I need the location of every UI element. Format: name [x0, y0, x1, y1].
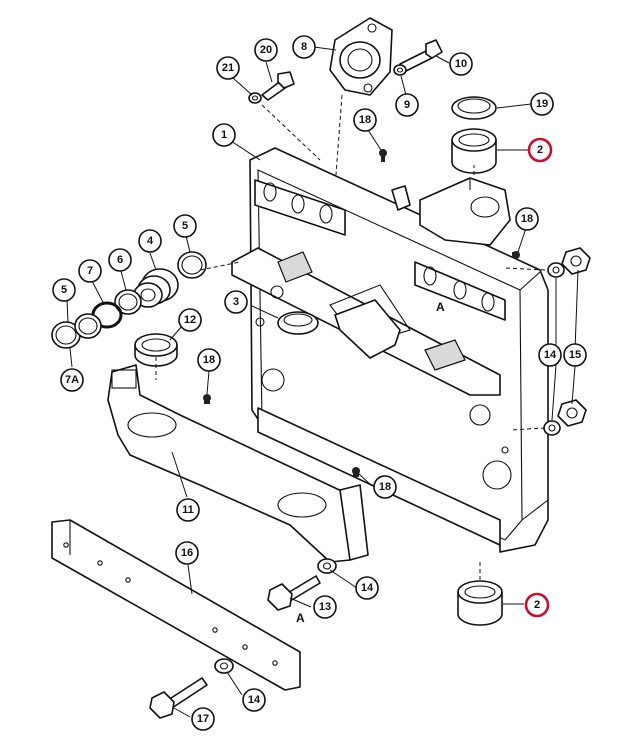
grease-fitting-18b: [512, 251, 520, 259]
bolt-17: [149, 677, 208, 719]
callout-2-lower: 2: [524, 592, 550, 618]
svg-text:2: 2: [537, 144, 543, 156]
svg-text:20: 20: [260, 44, 272, 56]
callout-5-right: 5: [173, 214, 197, 238]
callout-18-top: 18: [353, 108, 377, 132]
svg-text:18: 18: [521, 213, 533, 225]
svg-text:14: 14: [544, 349, 557, 361]
svg-text:18: 18: [203, 354, 215, 366]
svg-text:8: 8: [301, 41, 307, 53]
svg-text:7A: 7A: [65, 374, 79, 386]
svg-text:12: 12: [184, 314, 196, 326]
callout-15: 15: [563, 343, 587, 367]
svg-text:9: 9: [404, 99, 410, 111]
svg-text:6: 6: [117, 254, 123, 266]
callout-18-left: 18: [197, 348, 221, 372]
bushing-2-upper: [451, 128, 497, 174]
callout-7a: 7A: [60, 368, 84, 392]
svg-text:A: A: [436, 300, 445, 314]
bushing-2-lower: [457, 580, 503, 626]
callout-6: 6: [108, 248, 132, 272]
callout-9: 9: [395, 93, 419, 117]
callout-14-right: 14: [538, 343, 562, 367]
svg-text:14: 14: [361, 582, 374, 594]
seal-5-right: [177, 251, 207, 279]
callout-20: 20: [254, 38, 278, 62]
nut-15-upper: [561, 247, 591, 275]
svg-text:19: 19: [536, 98, 548, 110]
callout-14-bottom: 14: [242, 688, 266, 712]
svg-text:5: 5: [182, 220, 188, 232]
callout-8: 8: [292, 35, 316, 59]
main-frame: A: [231, 147, 549, 553]
svg-text:3: 3: [233, 296, 239, 308]
flat-plate: A: [51, 519, 305, 691]
svg-text:A: A: [296, 611, 305, 625]
washer-21: [248, 92, 262, 104]
callout-19: 19: [530, 92, 554, 116]
callout-5-left: 5: [52, 278, 76, 302]
bolt-20: [261, 71, 295, 101]
svg-text:17: 17: [197, 713, 209, 725]
callout-2-upper: 2: [527, 137, 553, 163]
flange-bearing-8: [329, 17, 393, 96]
ring-7a: [74, 313, 102, 339]
washer-14-lower: [543, 420, 561, 436]
svg-text:5: 5: [61, 284, 67, 296]
washer-14-bottom: [214, 658, 234, 674]
callout-4: 4: [138, 229, 162, 253]
callout-10: 10: [449, 52, 473, 76]
svg-text:15: 15: [569, 349, 581, 361]
svg-text:14: 14: [248, 694, 261, 706]
ring-6: [114, 289, 142, 315]
svg-text:10: 10: [455, 58, 467, 70]
callout-18-right: 18: [515, 207, 539, 231]
nut-15-lower: [557, 399, 587, 427]
svg-text:2: 2: [534, 599, 540, 611]
svg-text:7: 7: [87, 265, 93, 277]
callout-18-lower: 18: [373, 475, 397, 499]
bolt-10: [399, 39, 443, 73]
leader-lines: [66, 46, 579, 718]
svg-text:18: 18: [379, 481, 391, 493]
callout-7: 7: [78, 259, 102, 283]
grease-fitting-18c: [203, 394, 211, 404]
svg-text:16: 16: [181, 547, 193, 559]
callout-1: 1: [212, 123, 236, 147]
washer-14-mid: [317, 558, 337, 574]
callout-21: 21: [216, 56, 240, 80]
washer-14-upper: [547, 262, 565, 278]
callout-11: 11: [176, 498, 200, 522]
callout-14-mid: 14: [355, 576, 379, 600]
ring-19: [451, 96, 497, 120]
svg-text:18: 18: [359, 114, 371, 126]
svg-text:13: 13: [319, 601, 331, 613]
washer-9: [393, 64, 407, 76]
svg-text:11: 11: [182, 504, 194, 516]
callout-16: 16: [175, 541, 199, 565]
callout-12: 12: [178, 308, 202, 332]
bushing-12: [134, 333, 178, 367]
bushing-3: [277, 311, 319, 335]
grease-fitting-18d: [352, 467, 360, 477]
grease-fitting-18a: [379, 149, 387, 162]
bolt-13: [267, 575, 321, 611]
svg-text:1: 1: [221, 129, 227, 141]
callout-3: 3: [224, 290, 248, 314]
callout-13: 13: [313, 595, 337, 619]
svg-text:4: 4: [147, 235, 154, 247]
callout-17: 17: [191, 707, 215, 731]
svg-text:21: 21: [222, 62, 234, 74]
